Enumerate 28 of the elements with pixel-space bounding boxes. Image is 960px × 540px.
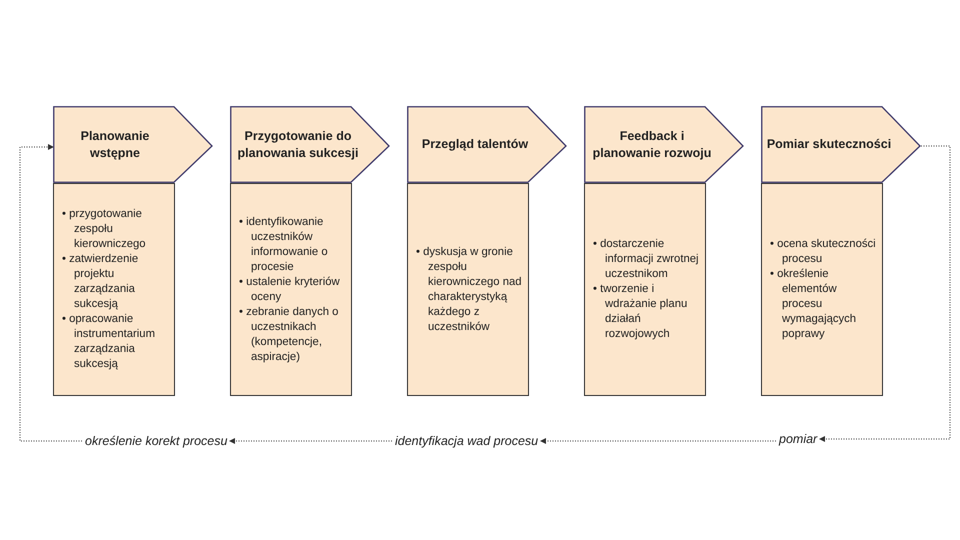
step-title: Pomiar skuteczności	[766, 136, 892, 153]
bullet-item: • zebranie danych o uczestnikach (kompetencje, aspiracje)	[239, 304, 340, 364]
bullet-item: • tworzenie i wdrażanie planu działań rozwojowych	[593, 282, 688, 342]
flow-label: określenie korekt procesu	[85, 434, 228, 448]
pentagon-step	[407, 106, 567, 183]
bullet-item: • określenie elementów procesu wymagających poprawy	[770, 267, 858, 342]
step-title: Przegląd talentów	[420, 136, 530, 153]
pentagon-step	[53, 106, 213, 183]
bullet-item: • ustalenie kryteriów oceny	[239, 274, 341, 304]
bullet-item: • przygotowanie zespołu kierowniczego	[62, 207, 147, 252]
bullet-item: • dostarczenie informacji zwrotnej uczestnikom	[593, 237, 700, 282]
dotted-arrow	[819, 146, 950, 442]
flow-label: identyfikacja wad procesu	[395, 434, 538, 448]
pentagon-step	[584, 106, 744, 183]
dotted-arrow	[20, 144, 82, 442]
bullet-item: • dyskusja w gronie zespołu kierowniczego nad charakterystyką każdego z uczestników	[416, 244, 523, 334]
dotted-arrow	[540, 438, 776, 444]
pentagon-step	[230, 106, 390, 183]
bullet-item: • ocena skuteczności procesu	[770, 237, 877, 267]
bullet-item: • opracowanie instrumentarium zarządzania sukcesją	[62, 312, 156, 372]
step-title: Feedback i planowanie rozwoju	[592, 128, 712, 162]
flow-label: pomiar	[779, 432, 818, 446]
bullet-item: • zatwierdzenie projektu zarządzania sukcesją	[62, 252, 140, 312]
step-title: Przygotowanie do planowania sukcesji	[236, 128, 360, 162]
pentagon-step	[761, 106, 921, 183]
dotted-arrow	[229, 438, 392, 444]
step-title: Planowanie wstępne	[80, 128, 150, 162]
bullet-item: • identyfikowanie uczestników informowanie o procesie	[239, 214, 329, 274]
